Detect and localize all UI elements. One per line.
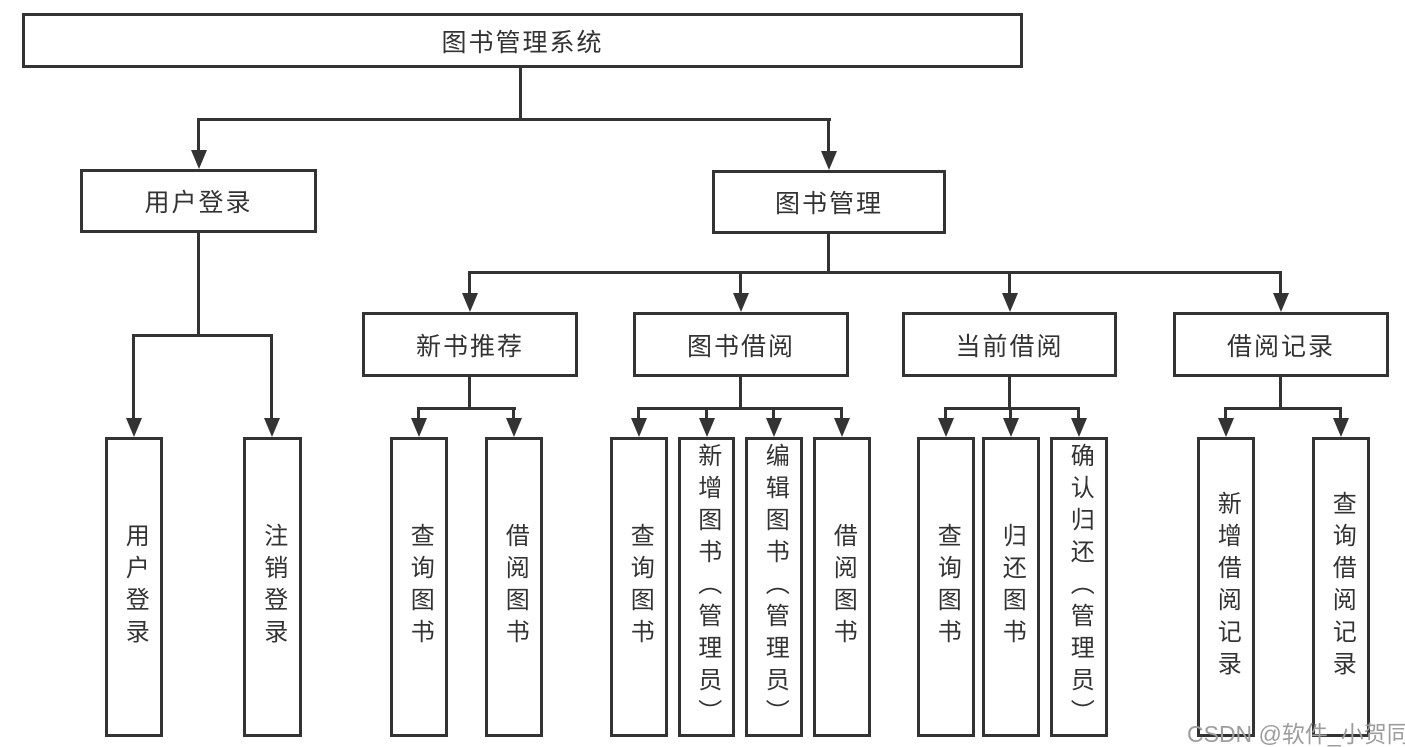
connector-stem-new-book xyxy=(468,271,471,296)
connector-stem-return-books xyxy=(1009,407,1012,421)
arrowhead-new-book xyxy=(462,293,478,312)
node-borrow-records: 借阅记录 xyxy=(1173,312,1389,377)
connector-stem-borrow-books-2 xyxy=(840,407,843,421)
connector-book-borrow-drop xyxy=(739,377,742,410)
arrowhead-borrow-records xyxy=(1273,293,1289,312)
connector-user-login-bar xyxy=(132,334,273,337)
connector-stem-leaf-logout xyxy=(270,334,273,420)
node-root: 图书管理系统 xyxy=(22,13,1023,68)
leaf-borrow-books-label: 借阅图书 xyxy=(829,523,857,651)
arrowhead-borrow-books-2 xyxy=(834,418,850,437)
connector-level2-bar xyxy=(468,271,1282,274)
node-user-login-label: 用户登录 xyxy=(144,189,253,217)
arrowhead-add-record xyxy=(1218,418,1234,437)
connector-stem-confirm-return xyxy=(1077,407,1080,421)
node-root-label: 图书管理系统 xyxy=(441,28,604,57)
leaf-add-borrow-record-label: 新增借阅记录 xyxy=(1213,491,1241,683)
leaf-add-borrow-record: 新增借阅记录 xyxy=(1197,437,1255,737)
arrowhead-return-books xyxy=(1003,418,1019,437)
leaf-query-borrow-record-label: 查询借阅记录 xyxy=(1328,491,1356,683)
leaf-edit-books-admin: 编辑图书（管理员） xyxy=(745,437,803,737)
connector-stem-book-management xyxy=(827,118,830,154)
connector-borrow-records-bar xyxy=(1224,407,1342,410)
leaf-confirm-return-admin-label: 确认归还（管理员） xyxy=(1066,443,1094,731)
leaf-edit-books-admin-label: 编辑图书（管理员） xyxy=(761,443,789,731)
leaf-user-login: 用户登录 xyxy=(105,437,163,737)
arrowhead-query-books-3 xyxy=(938,418,954,437)
csdn-watermark: CSDN @软件_小贺同学 xyxy=(1187,721,1405,747)
arrowhead-book-borrow xyxy=(733,293,749,312)
node-current-borrow-label: 当前借阅 xyxy=(955,332,1064,361)
connector-new-book-bar xyxy=(417,407,516,410)
node-book-borrow-label: 图书借阅 xyxy=(686,332,795,361)
node-book-management-label: 图书管理 xyxy=(774,190,883,218)
leaf-return-books: 归还图书 xyxy=(982,437,1040,737)
node-book-borrow: 图书借阅 xyxy=(633,312,849,377)
connector-stem-query-books-3 xyxy=(944,407,947,421)
connector-stem-query-books-1 xyxy=(417,407,420,421)
connector-stem-add-books xyxy=(705,407,708,421)
leaf-borrow-books-recommend-label: 借阅图书 xyxy=(501,523,529,651)
node-book-management: 图书管理 xyxy=(712,170,946,234)
connector-book-management-drop xyxy=(827,234,830,274)
node-current-borrow: 当前借阅 xyxy=(902,312,1117,377)
arrowhead-edit-books xyxy=(766,418,782,437)
leaf-query-books-borrow: 查询图书 xyxy=(610,437,668,737)
leaf-query-books-recommend-label: 查询图书 xyxy=(406,523,434,651)
leaf-confirm-return-admin: 确认归还（管理员） xyxy=(1050,437,1108,737)
arrowhead-current-borrow xyxy=(1002,293,1018,312)
arrowhead-borrow-books-1 xyxy=(506,418,522,437)
leaf-query-borrow-record: 查询借阅记录 xyxy=(1312,437,1370,737)
leaf-borrow-books: 借阅图书 xyxy=(813,437,871,737)
arrowhead-book-management xyxy=(821,151,837,170)
leaf-borrow-books-recommend: 借阅图书 xyxy=(485,437,543,737)
leaf-add-books-admin-label: 新增图书（管理员） xyxy=(693,443,721,731)
connector-stem-borrow-books-1 xyxy=(512,407,515,421)
leaf-query-books-current: 查询图书 xyxy=(917,437,975,737)
connector-stem-current-borrow xyxy=(1008,271,1011,296)
arrowhead-query-books-1 xyxy=(411,418,427,437)
leaf-logout-label: 注销登录 xyxy=(259,523,287,651)
arrowhead-confirm-return xyxy=(1071,418,1087,437)
node-user-login: 用户登录 xyxy=(80,169,317,233)
arrowhead-add-books xyxy=(699,418,715,437)
connector-stem-borrow-records xyxy=(1279,271,1282,296)
leaf-query-books-current-label: 查询图书 xyxy=(933,523,961,651)
connector-current-borrow-drop xyxy=(1008,377,1011,410)
leaf-user-login-label: 用户登录 xyxy=(121,523,149,651)
connector-stem-book-borrow xyxy=(739,271,742,296)
connector-level1-bar xyxy=(197,118,831,121)
connector-stem-user-login xyxy=(197,118,200,153)
arrowhead-query-books-2 xyxy=(631,418,647,437)
node-borrow-records-label: 借阅记录 xyxy=(1226,332,1335,361)
leaf-query-books-borrow-label: 查询图书 xyxy=(626,523,654,651)
arrowhead-leaf-user-login xyxy=(126,418,142,437)
connector-root-drop xyxy=(519,68,522,118)
connector-current-borrow-bar xyxy=(944,407,1080,410)
connector-borrow-records-drop xyxy=(1279,377,1282,410)
arrowhead-user-login xyxy=(191,150,207,169)
leaf-logout: 注销登录 xyxy=(243,437,302,737)
leaf-add-books-admin: 新增图书（管理员） xyxy=(678,437,735,737)
arrowhead-leaf-logout xyxy=(264,418,280,437)
node-new-book-recommend-label: 新书推荐 xyxy=(415,332,524,361)
connector-stem-leaf-user-login xyxy=(132,334,135,420)
connector-user-login-drop xyxy=(197,233,200,337)
connector-book-borrow-bar xyxy=(637,407,843,410)
arrowhead-query-record xyxy=(1333,418,1349,437)
connector-stem-query-books-2 xyxy=(637,407,640,421)
connector-stem-query-record xyxy=(1339,407,1342,421)
leaf-query-books-recommend: 查询图书 xyxy=(390,437,448,737)
connector-stem-add-record xyxy=(1224,407,1227,421)
connector-stem-edit-books xyxy=(772,407,775,421)
leaf-return-books-label: 归还图书 xyxy=(998,523,1026,651)
connector-new-book-drop xyxy=(468,377,471,410)
node-new-book-recommend: 新书推荐 xyxy=(362,312,578,377)
